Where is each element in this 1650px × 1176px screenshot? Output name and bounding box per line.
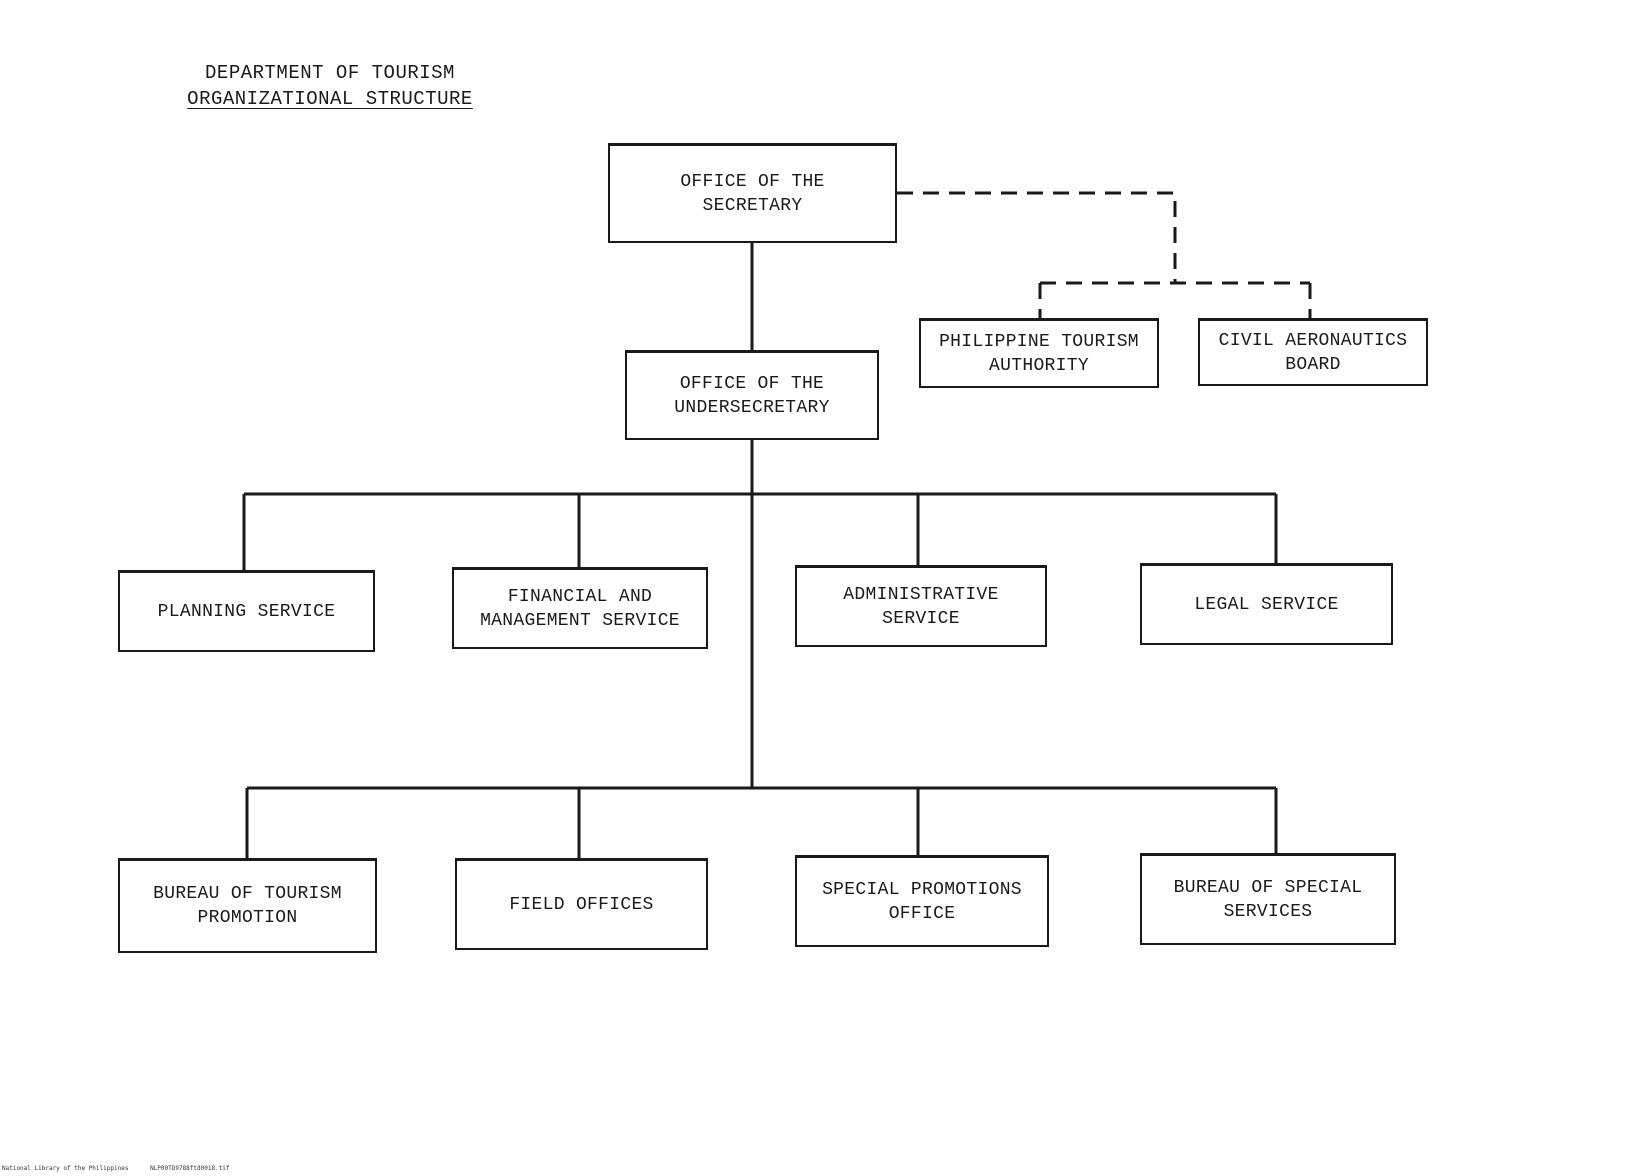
civil-aeronautics-board-box: CIVIL AERONAUTICS BOARD — [1198, 318, 1428, 386]
philippine-tourism-authority-label: PHILIPPINE TOURISM AUTHORITY — [939, 331, 1139, 376]
financial-and-management-service-label: FINANCIAL AND MANAGEMENT SERVICE — [480, 586, 680, 631]
bureau-of-special-services-box: BUREAU OF SPECIAL SERVICES — [1140, 853, 1396, 945]
bureau-of-special-services-label: BUREAU OF SPECIAL SERVICES — [1173, 877, 1363, 922]
chart-title: DEPARTMENT OF TOURISM ORGANIZATIONAL STR… — [150, 60, 510, 112]
financial-and-management-service-box: FINANCIAL AND MANAGEMENT SERVICE — [452, 567, 708, 649]
special-promotions-office-label: SPECIAL PROMOTIONS OFFICE — [822, 879, 1022, 924]
dashed-connector-attached — [897, 191, 1177, 283]
title-line-2: ORGANIZATIONAL STRUCTURE — [187, 88, 473, 110]
bureau-of-tourism-promotion-label: BUREAU OF TOURISM PROMOTION — [153, 884, 342, 928]
footer-library: National Library of the Philippines — [2, 1165, 129, 1172]
philippine-tourism-authority-box: PHILIPPINE TOURISM AUTHORITY — [919, 318, 1159, 388]
scan-footer: National Library of the Philippines NLP0… — [2, 1165, 248, 1172]
office-of-the-undersecretary-box: OFFICE OF THE UNDERSECRETARY — [625, 350, 879, 440]
administrative-service-box: ADMINISTRATIVE SERVICE — [795, 565, 1047, 647]
legal-service-box: LEGAL SERVICE — [1140, 563, 1393, 645]
footer-file: NLP00TD9788ftd0018.tif — [150, 1165, 230, 1172]
bureau-of-tourism-promotion-box: BUREAU OF TOURISM PROMOTION — [118, 858, 377, 953]
field-offices-box: FIELD OFFICES — [455, 858, 708, 950]
special-promotions-office-box: SPECIAL PROMOTIONS OFFICE — [795, 855, 1049, 947]
title-line-1: DEPARTMENT OF TOURISM — [205, 62, 455, 84]
field-offices-label: FIELD OFFICES — [509, 894, 654, 915]
legal-service-label: LEGAL SERVICE — [1194, 594, 1339, 615]
office-of-the-secretary-label: OFFICE OF THE SECRETARY — [680, 171, 825, 216]
office-of-the-secretary-box: OFFICE OF THE SECRETARY — [608, 143, 897, 243]
administrative-service-label: ADMINISTRATIVE SERVICE — [843, 584, 999, 629]
planning-service-box: PLANNING SERVICE — [118, 570, 375, 652]
planning-service-label: PLANNING SERVICE — [157, 601, 336, 622]
office-of-the-undersecretary-label: OFFICE OF THE UNDERSECRETARY — [674, 373, 830, 418]
civil-aeronautics-board-label: CIVIL AERONAUTICS BOARD — [1218, 330, 1408, 375]
